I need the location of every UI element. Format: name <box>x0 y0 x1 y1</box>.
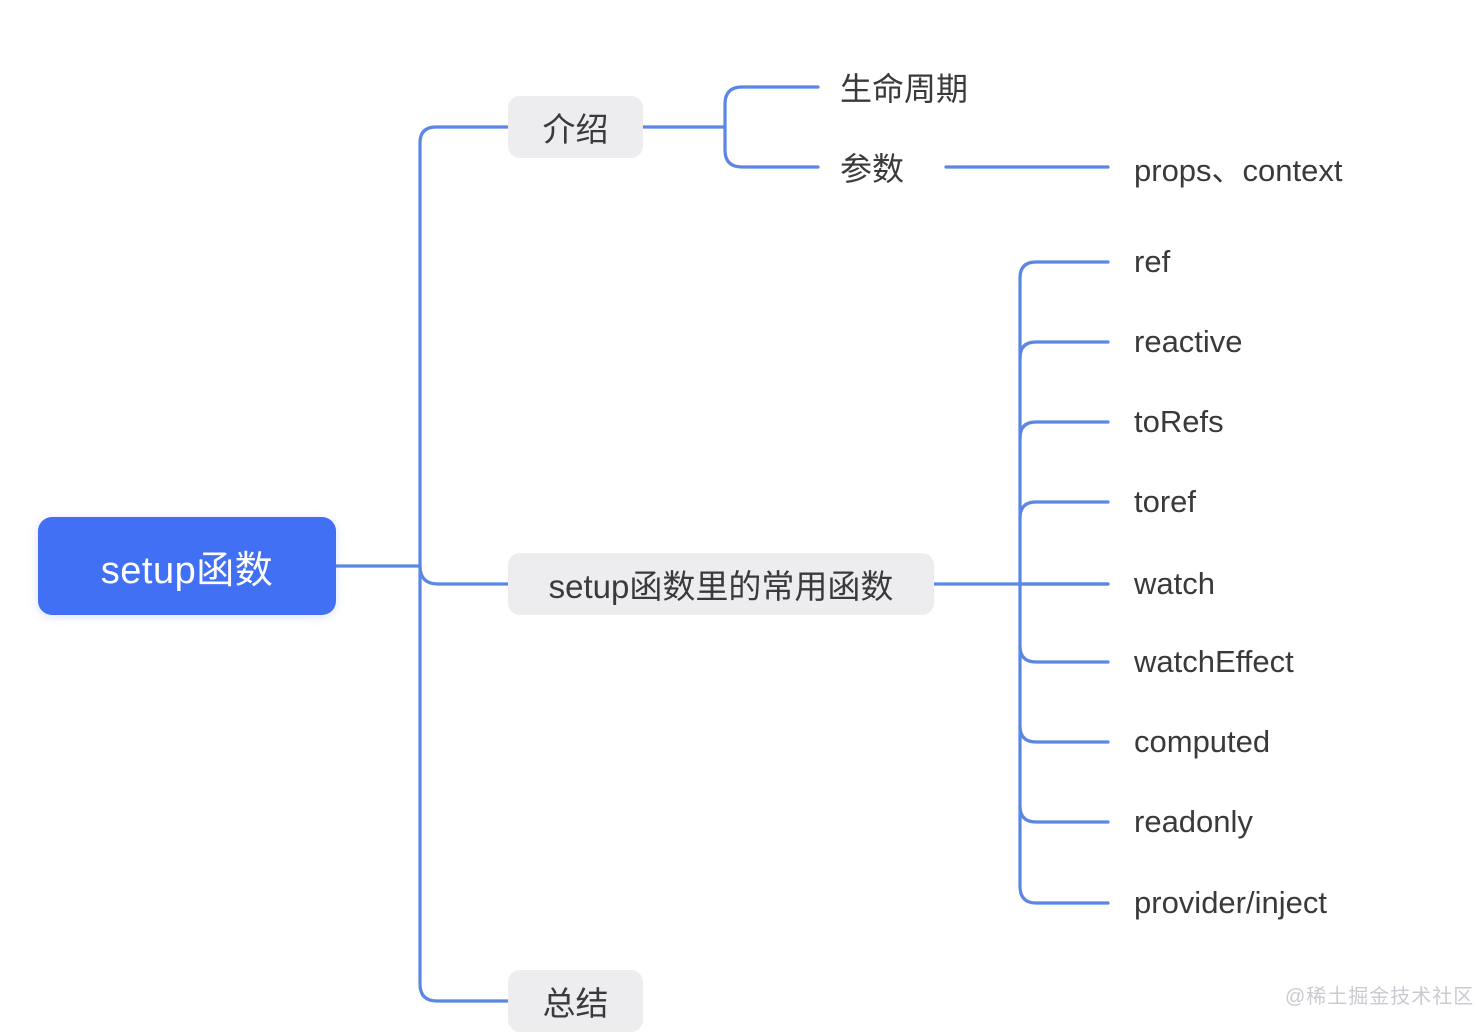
leaf-node-reactive-label: reactive <box>1134 324 1243 359</box>
edge-trunk-to-common <box>418 564 510 586</box>
leaf-node-ref-label: ref <box>1134 244 1171 279</box>
edge-intro-to-params <box>723 125 820 169</box>
leaf-node-toref-label: toref <box>1134 484 1197 519</box>
edge-leaf-readonly <box>1018 804 1110 824</box>
edge-leaf-ref <box>1018 260 1110 280</box>
edge-leaf-providerinject <box>1018 884 1110 905</box>
watermark-label: @稀土掘金技术社区 <box>1285 986 1475 1008</box>
leaf-node-lifecycle[interactable]: 生命周期 <box>840 62 1080 112</box>
leaf-node-computed[interactable]: computed <box>1134 717 1434 767</box>
watermark: @稀土掘金技术社区 <box>1285 980 1474 1009</box>
edge-leaf-torefs <box>1018 420 1110 440</box>
edge-leaf-toref <box>1018 500 1110 520</box>
leaf-node-provider-inject[interactable]: provider/inject <box>1134 878 1454 928</box>
leaf-node-watch-label: watch <box>1134 566 1215 601</box>
leaf-node-lifecycle-label: 生命周期 <box>840 71 969 107</box>
leaf-node-ref[interactable]: ref <box>1134 237 1434 287</box>
leaf-node-params-value-label: props、context <box>1134 152 1343 188</box>
root-node-setup-function[interactable]: setup函数 <box>38 517 336 615</box>
edge-trunk-to-summary <box>418 564 510 1003</box>
leaf-node-watcheffect[interactable]: watchEffect <box>1134 637 1434 687</box>
leaf-node-params[interactable]: 参数 <box>840 142 970 192</box>
root-node-label: setup函数 <box>100 549 274 592</box>
leaf-node-params-label: 参数 <box>840 151 905 187</box>
edge-leaf-watcheffect <box>1018 644 1110 664</box>
branch-node-intro-label: 介绍 <box>542 111 609 148</box>
leaf-node-readonly[interactable]: readonly <box>1134 797 1434 847</box>
branch-node-summary[interactable]: 总结 <box>508 970 643 1032</box>
leaf-node-reactive[interactable]: reactive <box>1134 317 1434 367</box>
leaf-node-torefs[interactable]: toRefs <box>1134 397 1434 447</box>
leaf-node-watch[interactable]: watch <box>1134 559 1434 609</box>
branch-node-common-functions[interactable]: setup函数里的常用函数 <box>508 553 934 615</box>
leaf-node-computed-label: computed <box>1134 724 1271 759</box>
edge-intro-to-lifecycle <box>723 85 820 129</box>
leaf-node-readonly-label: readonly <box>1134 804 1253 839</box>
leaf-node-params-value[interactable]: props、context <box>1134 142 1454 192</box>
leaf-node-torefs-label: toRefs <box>1134 404 1224 439</box>
leaf-node-provider-inject-label: provider/inject <box>1134 885 1327 920</box>
edge-trunk-to-intro <box>418 125 510 568</box>
edge-leaf-computed <box>1018 724 1110 744</box>
leaf-node-toref[interactable]: toref <box>1134 477 1434 527</box>
edge-leaf-reactive <box>1018 340 1110 360</box>
branch-node-summary-label: 总结 <box>542 985 609 1022</box>
branch-node-common-functions-label: setup函数里的常用函数 <box>548 568 894 605</box>
branch-node-intro[interactable]: 介绍 <box>508 96 643 158</box>
leaf-node-watcheffect-label: watchEffect <box>1134 644 1294 679</box>
